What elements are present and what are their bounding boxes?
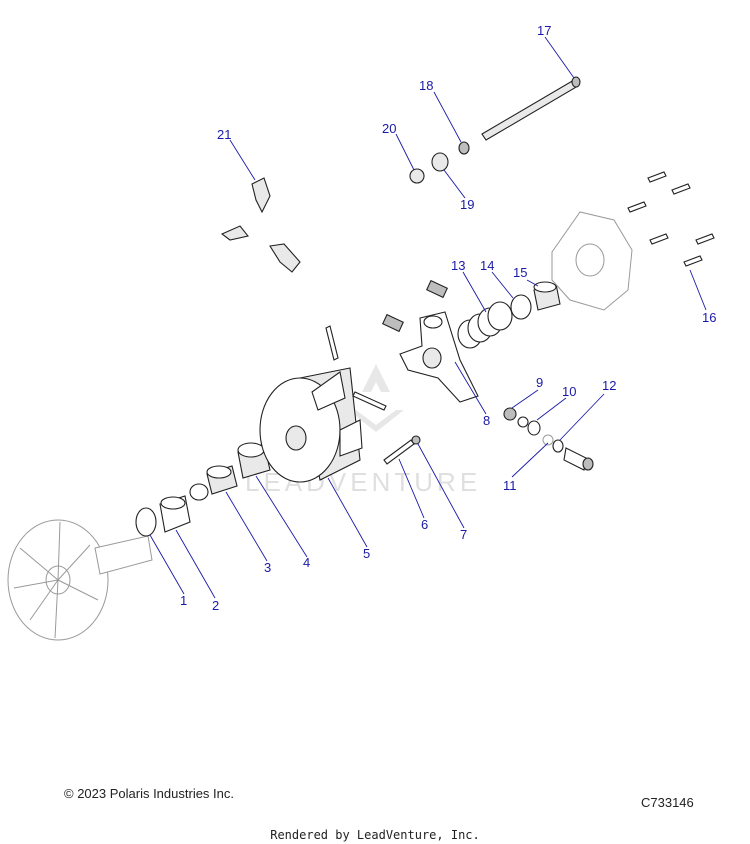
callout-12: 12 (602, 378, 616, 393)
roller-pin (381, 279, 449, 333)
copyright-text: © 2023 Polaris Industries Inc. (64, 786, 234, 801)
part-17-bolt (481, 76, 581, 141)
part-8-spider (399, 311, 479, 403)
callout-15: 15 (513, 265, 527, 280)
leader-lines (149, 36, 707, 599)
callout-17: 17 (537, 23, 551, 38)
part-14-ring (510, 294, 532, 320)
callout-10: 10 (562, 384, 576, 399)
part-6-pin (383, 439, 415, 465)
part-19-washer (431, 152, 449, 172)
sheave-pin (325, 325, 339, 361)
part-12-sleeve (563, 447, 594, 471)
sheave-pin-lower (352, 391, 387, 411)
sheave-fan-assembly (7, 519, 153, 641)
callout-18: 18 (419, 78, 433, 93)
part-7-nut (411, 435, 421, 445)
part-2-bushing (159, 495, 191, 533)
part-9-nut (503, 407, 517, 421)
part-3-bushing (206, 465, 238, 495)
callout-19: 19 (460, 197, 474, 212)
part-4-bushing (237, 442, 271, 479)
part-15-bushing (533, 281, 561, 311)
rendered-by-text: Rendered by LeadVenture, Inc. (270, 828, 480, 842)
callout-3: 3 (264, 560, 271, 575)
callout-5: 5 (363, 546, 370, 561)
diagram-id: C733146 (641, 795, 694, 810)
part-10-ring (517, 416, 529, 428)
part-20-bushing (409, 168, 425, 184)
callout-14: 14 (480, 258, 494, 273)
callout-4: 4 (303, 555, 310, 570)
callout-16: 16 (702, 310, 716, 325)
callout-13: 13 (451, 258, 465, 273)
callout-1: 1 (180, 593, 187, 608)
part-5-moveable-sheave (259, 367, 363, 483)
part-12-ring (552, 439, 564, 453)
callout-11: 11 (503, 478, 517, 493)
part-11-ring (542, 434, 554, 446)
part-18-washer (458, 141, 470, 155)
callout-7: 7 (460, 527, 467, 542)
part-21-weights (220, 177, 301, 273)
cover-plate (551, 211, 633, 311)
part-16-bolts (627, 171, 715, 267)
part-13-spring (457, 301, 513, 349)
callout-9: 9 (536, 375, 543, 390)
part-1-ring (135, 507, 157, 537)
callout-21: 21 (217, 127, 231, 142)
callout-20: 20 (382, 121, 396, 136)
callout-6: 6 (421, 517, 428, 532)
part-10-bushing (527, 420, 541, 436)
callout-8: 8 (483, 413, 490, 428)
callout-2: 2 (212, 598, 219, 613)
ring (189, 483, 209, 501)
